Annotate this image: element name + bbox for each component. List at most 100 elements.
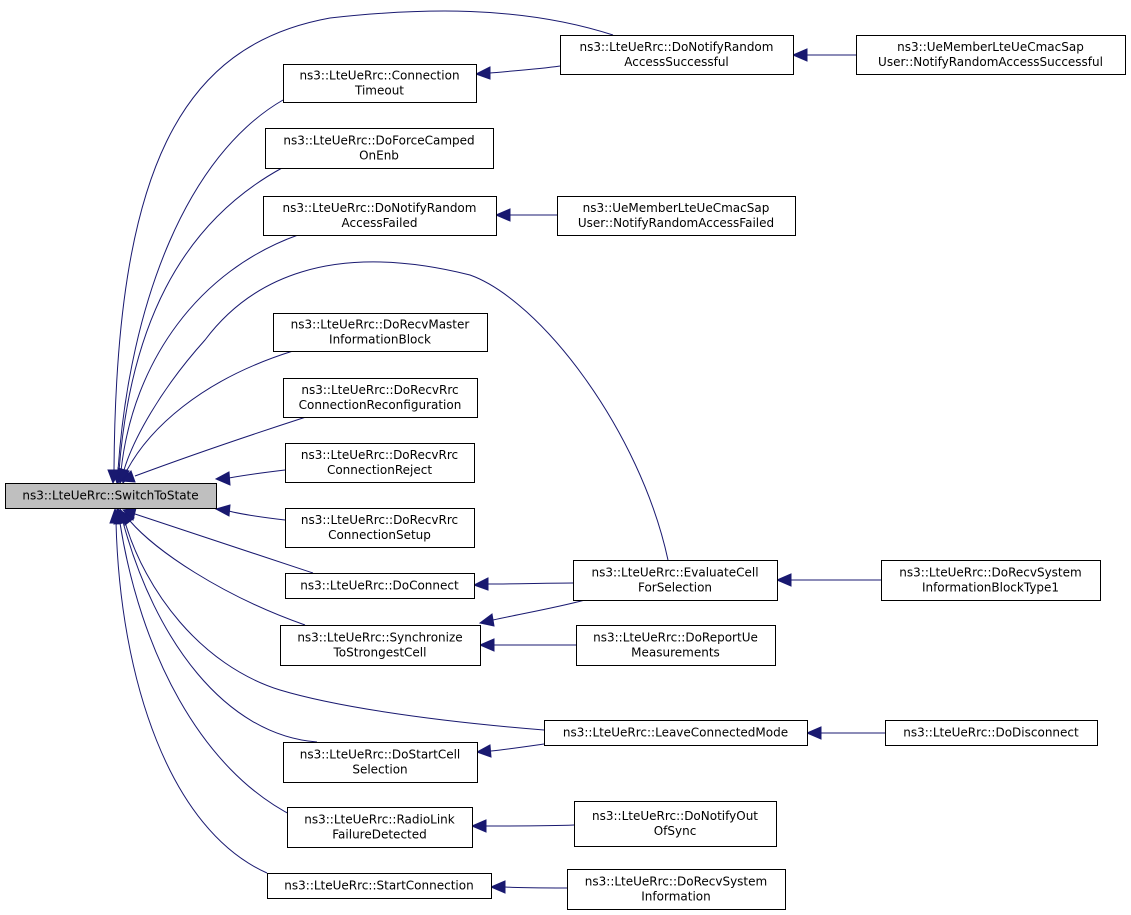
- node-leave-connected-mode[interactable]: ns3::LteUeRrc::LeaveConnectedMode: [544, 720, 808, 746]
- node-box: [285, 573, 475, 599]
- node-label: ns3::LteUeRrc::DoRecvSystem: [899, 566, 1081, 580]
- arrowhead: [775, 573, 792, 587]
- node-switch-to-state[interactable]: ns3::LteUeRrc::SwitchToState: [5, 483, 217, 509]
- node-label: ForSelection: [638, 581, 712, 595]
- node-label: ns3::LteUeRrc::LeaveConnectedMode: [563, 726, 788, 740]
- edge-cmac_notify_random_access_failed-to-do_notify_random_access_failed: [494, 208, 557, 222]
- node-box: [283, 378, 478, 418]
- edge-synchronize_to_strongest_cell-to-switch_to_state: [120, 509, 306, 626]
- edge-line: [118, 167, 283, 472]
- node-label: AccessSuccessful: [624, 55, 729, 69]
- edge-line: [124, 521, 545, 731]
- node-label: ns3::LteUeRrc::RadioLink: [304, 813, 455, 827]
- edge-leave_connected_mode-to-do_start_cell_selection: [475, 743, 545, 758]
- edge-line: [123, 261, 669, 561]
- node-box: [885, 720, 1098, 746]
- node-label: OfSync: [654, 824, 697, 838]
- node-box: [285, 508, 475, 548]
- node-label: ConnectionReconfiguration: [299, 398, 462, 412]
- node-box: [557, 196, 796, 236]
- arrowhead: [478, 638, 495, 652]
- arrowhead: [118, 507, 131, 525]
- node-label: ns3::LteUeRrc::DoNotifyRandom: [580, 40, 774, 54]
- edge-line: [119, 522, 296, 818]
- edge-line: [490, 743, 545, 752]
- node-label: ns3::LteUeRrc::DoRecvRrc: [301, 448, 458, 462]
- graph-edges: [107, 10, 886, 894]
- node-box: [881, 560, 1101, 601]
- arrowhead: [470, 819, 487, 833]
- edge-line: [125, 350, 294, 473]
- node-box: [280, 625, 481, 666]
- arrowhead: [805, 726, 822, 740]
- edge-do_recv_system_information_block_type1-to-evaluate_cell_for_selection: [775, 573, 881, 587]
- edge-radio_link_failure_detected-to-switch_to_state: [113, 507, 296, 818]
- node-box: [283, 64, 477, 103]
- edge-do_notify_out_of_sync-to-radio_link_failure_detected: [470, 819, 575, 833]
- node-do-connect[interactable]: ns3::LteUeRrc::DoConnect: [285, 573, 475, 599]
- edge-line: [120, 234, 299, 472]
- node-box: [856, 35, 1126, 75]
- arrowhead: [214, 471, 231, 486]
- node-do-notify-random-access-failed[interactable]: ns3::LteUeRrc::DoNotifyRandomAccessFaile…: [263, 196, 497, 236]
- edge-do_report_ue_measurements-to-synchronize_to_strongest_cell: [478, 638, 576, 652]
- arrowhead: [214, 504, 231, 517]
- node-cmac-notify-random-access-failed[interactable]: ns3::UeMemberLteUeCmacSapUser::NotifyRan…: [557, 196, 796, 236]
- node-label: InformationBlockType1: [922, 581, 1059, 595]
- edge-leave_connected_mode-to-switch_to_state: [118, 507, 545, 731]
- edge-line: [134, 416, 307, 477]
- edge-cmac_notify_random_access_successful-to-do_notify_random_access_successful: [791, 48, 856, 62]
- edge-evaluate_cell_for_selection-to-do_connect: [472, 577, 574, 591]
- arrowhead: [117, 467, 130, 485]
- edge-do_notify_random_access_successful-to-switch_to_state: [107, 10, 614, 485]
- node-label: ns3::LteUeRrc::Synchronize: [297, 631, 462, 645]
- edge-line: [492, 599, 586, 621]
- arrowhead: [494, 208, 511, 222]
- node-box: [265, 128, 494, 169]
- node-box: [544, 720, 808, 746]
- node-cmac-notify-random-access-successful[interactable]: ns3::UeMemberLteUeCmacSapUser::NotifyRan…: [856, 35, 1126, 75]
- edge-line: [122, 521, 318, 743]
- edge-line: [228, 469, 286, 479]
- node-label: ns3::LteUeRrc::SwitchToState: [22, 489, 198, 503]
- node-do-recv-master-information-block[interactable]: ns3::LteUeRrc::DoRecvMasterInformationBl…: [273, 313, 488, 352]
- node-do-recv-rrc-connection-reconfiguration[interactable]: ns3::LteUeRrc::DoRecvRrcConnectionReconf…: [283, 378, 478, 418]
- arrowhead: [474, 66, 491, 80]
- node-label: User::NotifyRandomAccessFailed: [578, 216, 774, 230]
- node-do-recv-system-information-block-type1[interactable]: ns3::LteUeRrc::DoRecvSystemInformationBl…: [881, 560, 1101, 601]
- node-do-notify-random-access-successful[interactable]: ns3::LteUeRrc::DoNotifyRandomAccessSucce…: [560, 35, 794, 75]
- node-box: [5, 483, 217, 509]
- node-synchronize-to-strongest-cell[interactable]: ns3::LteUeRrc::SynchronizeToStrongestCel…: [280, 625, 481, 666]
- edge-line: [489, 65, 561, 74]
- node-label: Timeout: [354, 84, 404, 98]
- node-box: [285, 443, 475, 483]
- node-label: ns3::LteUeRrc::Connection: [299, 69, 459, 83]
- node-do-disconnect[interactable]: ns3::LteUeRrc::DoDisconnect: [885, 720, 1098, 746]
- edge-line: [115, 521, 268, 874]
- edge-line: [228, 510, 286, 521]
- node-label: ns3::LteUeRrc::DoForceCamped: [283, 134, 474, 148]
- node-start-connection[interactable]: ns3::LteUeRrc::StartConnection: [267, 873, 492, 899]
- node-label: Measurements: [631, 646, 720, 660]
- arrowhead: [472, 577, 489, 591]
- node-box: [267, 873, 492, 899]
- edge-do_notify_random_access_successful-to-connection_timeout: [474, 65, 561, 80]
- node-label: ns3::LteUeRrc::EvaluateCell: [591, 566, 758, 580]
- edge-do_recv_rrc_connection_reject-to-switch_to_state: [214, 469, 286, 486]
- node-box: [287, 807, 473, 848]
- edge-line: [134, 513, 314, 574]
- arrowhead: [489, 880, 506, 894]
- node-label: OnEnb: [359, 149, 399, 163]
- node-box: [574, 801, 777, 847]
